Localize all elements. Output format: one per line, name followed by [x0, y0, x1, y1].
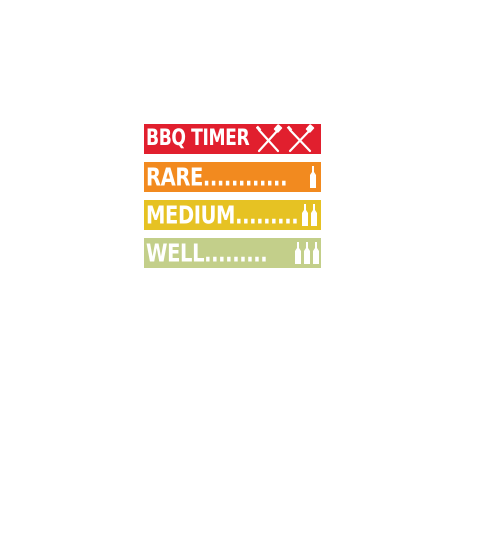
- bottles-icon: [301, 200, 319, 230]
- level-bar-medium: MEDIUM.........: [144, 200, 321, 230]
- crossed-grill-tools-icon: [256, 124, 320, 154]
- level-label-medium: MEDIUM.........: [146, 200, 299, 230]
- level-label-rare: RARE............: [146, 162, 288, 192]
- title-label: BBQ TIMER: [146, 126, 250, 151]
- bottles-icon: [294, 238, 320, 268]
- title-bar: BBQ TIMER: [144, 124, 321, 154]
- bbq-timer-graphic: BBQ TIMER: [144, 124, 321, 269]
- level-bar-rare: RARE............: [144, 162, 321, 192]
- level-label-well: WELL.........: [146, 238, 268, 268]
- bottle-icon: [308, 162, 318, 192]
- level-bar-well: WELL.........: [144, 238, 321, 268]
